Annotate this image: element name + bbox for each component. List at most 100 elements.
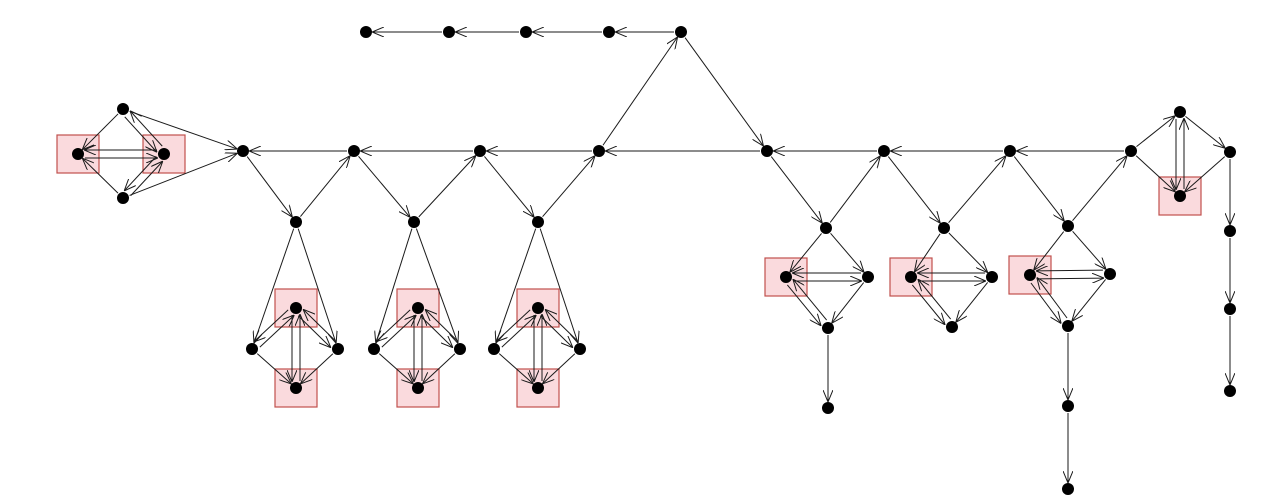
- edge-b3r-b3b: [1072, 279, 1106, 320]
- edge-a1l-a1b: [256, 353, 291, 384]
- node-a3t: [532, 302, 544, 314]
- edge-b3l-b3b: [1030, 282, 1061, 323]
- node-r6: [1224, 385, 1236, 397]
- node-l3: [158, 148, 170, 160]
- edge-d4-m6: [829, 157, 880, 223]
- edge-m1-d1: [246, 156, 292, 217]
- node-a3b: [532, 382, 544, 394]
- edge-d4-b1l: [790, 233, 822, 271]
- node-m6: [878, 145, 890, 157]
- edge-b3l-b3r: [1037, 278, 1103, 279]
- edge-d3-a3r: [539, 228, 578, 343]
- edge-l1-l2: [83, 113, 119, 149]
- node-d6: [1062, 220, 1074, 232]
- node-m4: [593, 145, 605, 157]
- edge-d5-b2r: [948, 232, 987, 272]
- node-b2r: [986, 271, 998, 283]
- edge-l3-l4: [125, 156, 157, 190]
- node-t4: [603, 26, 615, 38]
- edge-a2l-a2b: [378, 353, 413, 384]
- edge-m7-d6: [1013, 156, 1063, 221]
- node-m1: [237, 145, 249, 157]
- node-r4: [1224, 225, 1236, 237]
- node-b1x: [822, 402, 834, 414]
- edge-a2t-a2l: [376, 309, 411, 341]
- edge-l4-m1: [129, 154, 237, 196]
- edge-a1t-a1l: [254, 309, 289, 341]
- node-b2l: [905, 271, 917, 283]
- node-r2: [1224, 146, 1236, 158]
- node-l1: [117, 103, 129, 115]
- edge-d5-b2l: [915, 233, 941, 271]
- node-b3y: [1062, 483, 1074, 495]
- edge-r1-r2: [1185, 115, 1224, 147]
- edge-t5-m5: [684, 37, 763, 146]
- node-m7: [1004, 145, 1016, 157]
- edge-m2-d2: [358, 156, 410, 216]
- node-r3: [1174, 190, 1186, 202]
- edge-d1-a1r: [297, 228, 336, 343]
- node-b1l: [780, 271, 792, 283]
- node-a2t: [412, 302, 424, 314]
- node-a1b: [290, 382, 302, 394]
- node-b1r: [862, 271, 874, 283]
- edge-b1b-b1l: [794, 280, 828, 321]
- edge-b2b-b2l: [919, 280, 952, 320]
- edge-a1r-a1b: [301, 353, 334, 383]
- node-a2b: [412, 382, 424, 394]
- node-b2b: [946, 321, 958, 333]
- nodes: [72, 26, 1236, 495]
- node-a1t: [290, 302, 302, 314]
- node-d3: [532, 216, 544, 228]
- edge-m8-r1: [1136, 116, 1174, 148]
- edge-l4-l2: [83, 159, 119, 194]
- edge-a2r-a2b: [423, 353, 456, 383]
- node-a3r: [574, 343, 586, 355]
- edge-m6-d5: [887, 156, 939, 223]
- node-b1b: [822, 322, 834, 334]
- edge-d6-b3l: [1034, 231, 1065, 270]
- node-a1r: [332, 343, 344, 355]
- edge-m4-t5: [602, 38, 677, 146]
- edge-l3-l1: [131, 111, 163, 147]
- edge-d5-m7: [948, 156, 1006, 224]
- node-t3: [520, 26, 532, 38]
- edge-m8-r3: [1135, 155, 1175, 192]
- edge-l1-m1: [129, 110, 237, 148]
- edge-d2-m3: [418, 156, 475, 218]
- edge-d6-b3r: [1072, 230, 1106, 268]
- node-b3x: [1062, 400, 1074, 412]
- edge-a3r-a3b: [543, 353, 576, 383]
- node-r1: [1174, 106, 1186, 118]
- node-a1l: [246, 343, 258, 355]
- edge-b3b-b3l: [1037, 278, 1068, 319]
- node-d2: [408, 216, 420, 228]
- node-b3b: [1062, 320, 1074, 332]
- edge-d4-b1r: [830, 232, 864, 271]
- edge-b1l-b1b: [786, 284, 820, 325]
- edge-b1r-b1b: [832, 282, 865, 323]
- node-m5: [761, 145, 773, 157]
- edges: [83, 32, 1230, 482]
- edge-d3-m4: [542, 156, 595, 218]
- node-l4: [117, 192, 129, 204]
- edge-d2-a2r: [415, 228, 457, 343]
- edge-a3l-a3b: [498, 353, 533, 384]
- node-b3r: [1104, 268, 1116, 280]
- edge-a3t-a3l: [496, 309, 531, 341]
- node-d4: [820, 222, 832, 234]
- node-t5: [675, 26, 687, 38]
- edge-r2-r3: [1185, 156, 1226, 192]
- node-a3l: [488, 343, 500, 355]
- node-d1: [290, 216, 302, 228]
- edge-d2-a2l: [376, 228, 413, 343]
- node-a2r: [454, 343, 466, 355]
- node-b3l: [1024, 269, 1036, 281]
- edge-d1-m2: [300, 156, 349, 217]
- edge-b2r-b2b: [956, 282, 989, 321]
- edge-m5-d4: [770, 156, 821, 223]
- node-r5: [1224, 303, 1236, 315]
- node-l2: [72, 148, 84, 160]
- node-t2: [443, 26, 455, 38]
